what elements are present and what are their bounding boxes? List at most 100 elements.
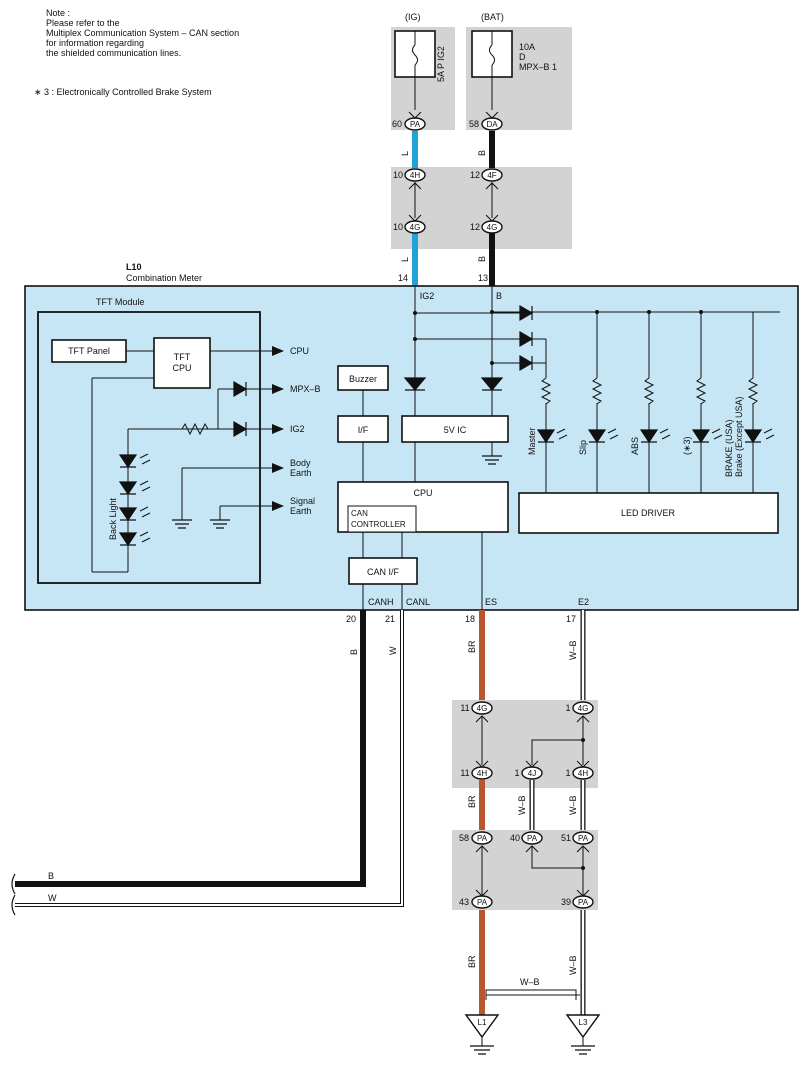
pin-number: 18 (465, 614, 475, 624)
wire-label-br: BR (467, 795, 477, 808)
svg-text:PA: PA (410, 120, 421, 129)
if-label: I/F (358, 425, 369, 435)
note-line: the shielded communication lines. (46, 48, 181, 58)
wire-label-wb: W–B (568, 795, 578, 815)
tft-cpu (153, 337, 211, 389)
svg-text:4G: 4G (487, 223, 498, 232)
wire-label-wb: W–B (517, 795, 527, 815)
bat-label: (BAT) (481, 12, 504, 22)
pin-number: 17 (566, 614, 576, 624)
tft-module-label: TFT Module (96, 297, 144, 307)
connector-4h-top: 4H 10 (393, 168, 426, 190)
svg-text:1: 1 (565, 703, 570, 713)
svg-text:4J: 4J (528, 769, 536, 778)
back-light-leds (118, 453, 151, 547)
fuse-symbol (489, 44, 495, 66)
wire-label-b: B (477, 256, 487, 262)
light-rays-icon (139, 453, 151, 543)
ground-icon (482, 455, 502, 465)
svg-text:DA: DA (486, 120, 498, 129)
wire-break-icon (11, 873, 16, 916)
connector-pa-top: PA 60 (392, 111, 426, 131)
arrow-icon (272, 384, 284, 394)
note-line: for information regarding (46, 38, 144, 48)
ground-icon (470, 1045, 494, 1055)
wire-label-l: L (400, 257, 410, 262)
buzzer-label: Buzzer (349, 374, 377, 384)
note-title: Note : (46, 8, 70, 18)
note-line: Multiplex Communication System – CAN sec… (46, 28, 239, 38)
connector-pa-bottom: PA 58 PA 40 PA 51 PA 43 PA 39 (459, 831, 594, 909)
svg-text:PA: PA (527, 834, 538, 843)
can-controller-label: CONTROLLER (351, 520, 406, 529)
pin-number: 10 (393, 222, 403, 232)
svg-text:L1: L1 (478, 1018, 487, 1027)
arrow-icon (272, 346, 284, 356)
svg-text:1: 1 (514, 768, 519, 778)
wire-label-wb: W–B (568, 955, 578, 975)
terminal-b: B (496, 291, 502, 301)
svg-text:4H: 4H (410, 171, 420, 180)
arrow-icon (272, 463, 284, 473)
ground-point-l3: L3 (565, 1014, 601, 1055)
svg-text:PA: PA (477, 898, 488, 907)
arrow-icon (272, 501, 284, 511)
ground-icon (210, 519, 230, 529)
svg-text:58: 58 (459, 833, 469, 843)
svg-text:4G: 4G (477, 704, 488, 713)
svg-text:11: 11 (460, 768, 469, 778)
terminal-e2: E2 (578, 597, 589, 607)
cpu-label: CPU (413, 488, 432, 498)
signal-earth-label: Earth (290, 506, 312, 516)
pin-number: 13 (478, 273, 488, 283)
connector-4g-bottom: 4G 11 4G 1 (460, 701, 594, 723)
wire-canh (15, 610, 366, 887)
notes: Note : Please refer to the Multiplex Com… (34, 8, 239, 97)
5v-ic-label: 5V IC (444, 425, 467, 435)
connector-4g-top-b: 4G 12 (470, 214, 503, 234)
tft-cpu-label: CPU (172, 363, 191, 373)
svg-text:4G: 4G (578, 704, 589, 713)
footnote: ∗ 3 : Electronically Controlled Brake Sy… (34, 87, 212, 97)
fuse-symbol (412, 44, 418, 66)
terminal-canh: CANH (368, 597, 394, 607)
svg-text:43: 43 (459, 897, 469, 907)
tft-module (37, 311, 261, 584)
terminal-canl: CANL (406, 597, 430, 607)
connector-4g-top: 4G 10 (393, 214, 426, 234)
bat-fuse-amp: 10A (519, 42, 535, 52)
resistor-icon (540, 377, 759, 405)
wire-e2 (485, 610, 586, 1015)
pin-number: 60 (392, 119, 402, 129)
junction-block-top (391, 167, 572, 249)
wire-label-l: L (400, 151, 410, 156)
svg-text:40: 40 (510, 833, 520, 843)
svg-text:51: 51 (561, 833, 571, 843)
led-slip-label: Slip (578, 440, 588, 455)
wire-label-wb: W–B (520, 977, 540, 987)
connector-4f: 4F 12 (470, 168, 503, 190)
led-icon (118, 507, 138, 522)
ground-point-l1: L1 (464, 1014, 500, 1055)
diode-icon (403, 377, 427, 391)
ig-label: (IG) (405, 12, 421, 22)
signal-earth-label: Signal (290, 496, 315, 506)
led-icon (118, 481, 138, 496)
ig-fuse-name: 5A P IG2 (436, 46, 446, 82)
led-icon (118, 532, 138, 547)
pin-number: 14 (398, 273, 408, 283)
wire-label-b: B (477, 150, 487, 156)
can-if-label: CAN I/F (367, 567, 400, 577)
wire-label-br: BR (467, 640, 477, 653)
diode-icon (519, 304, 534, 322)
diode-icon (480, 377, 504, 391)
resistor-icon (181, 422, 209, 436)
svg-text:4H: 4H (477, 769, 487, 778)
led-driver-label: LED DRIVER (621, 508, 676, 518)
5v-ic (401, 415, 509, 443)
pin-number: 21 (385, 614, 395, 624)
pin-number: 12 (470, 170, 480, 180)
pin-number: 20 (346, 614, 356, 624)
svg-text:1: 1 (565, 768, 570, 778)
